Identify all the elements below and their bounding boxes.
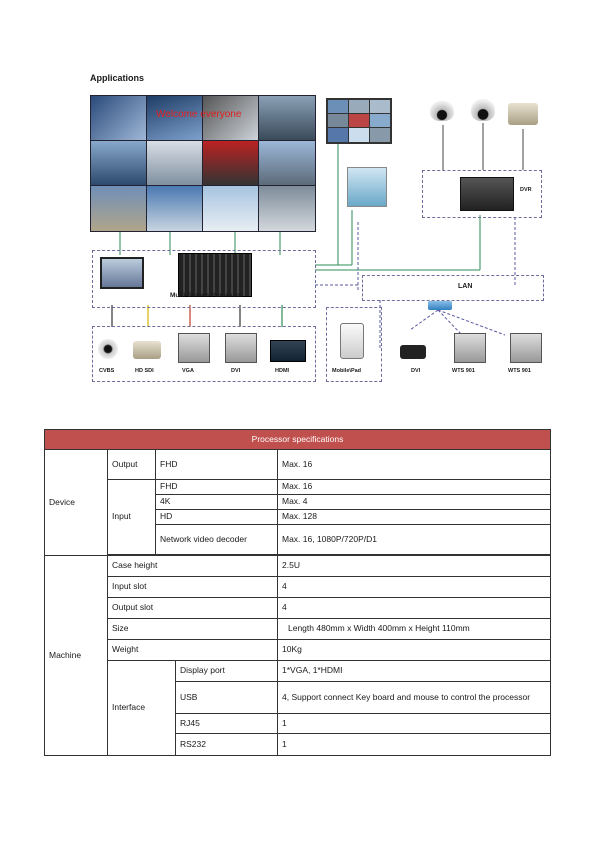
network-label-dvi: DVI	[411, 368, 421, 374]
processor-unit	[178, 253, 252, 297]
interface-label: Interface	[107, 660, 176, 756]
input-row-name: 4K	[155, 494, 278, 510]
interface-row-value: 1	[277, 713, 551, 734]
small-video-wall	[326, 98, 392, 144]
hdsdi-camera-icon	[133, 341, 161, 359]
input-label-cvbs: CVBS	[99, 368, 115, 374]
mobile-frame	[326, 307, 382, 382]
input-row-name: FHD	[155, 479, 278, 495]
video-wall: Welcome everyone	[90, 95, 316, 232]
network-switch-icon	[428, 301, 452, 310]
diagram-lines	[111, 123, 524, 350]
wts-pc-icon	[454, 333, 486, 363]
input-row-value: Max. 16	[277, 479, 551, 495]
machine-label: Machine	[44, 555, 108, 756]
hdmi-laptop-icon	[270, 340, 306, 362]
machine-row-value: Length 480mm x Width 400mm x Height 110m…	[277, 618, 551, 640]
machine-row-name: Input slot	[107, 576, 278, 598]
input-row-name: HD	[155, 509, 278, 525]
network-label-wts-1: WTS 901	[452, 368, 475, 374]
dvr-frame	[422, 170, 542, 218]
interface-row-name: RS232	[175, 733, 278, 756]
device-label: Device	[44, 449, 108, 556]
application-diagram: Welcome everyone DVR Multi-Screen Proces…	[90, 95, 550, 385]
dvr-unit	[460, 177, 514, 211]
machine-row-value: 2.5U	[277, 555, 551, 577]
input-row-name: Network video decoder	[155, 524, 278, 555]
vga-pc-icon	[178, 333, 210, 363]
machine-row-name: Case height	[107, 555, 278, 577]
machine-row-name: Size	[107, 618, 278, 640]
processor-label: Multi-Screen Processor	[170, 292, 243, 299]
dome-camera-icon	[430, 101, 454, 121]
output-fhd-value: Max. 16	[277, 449, 551, 480]
input-label: Input	[107, 479, 156, 555]
video-wall-caption: Welcome everyone	[156, 109, 242, 120]
interface-row-value: 1*VGA, 1*HDMI	[277, 660, 551, 682]
section-heading: Applications	[90, 73, 145, 83]
input-row-value: Max. 128	[277, 509, 551, 525]
output-label: Output	[107, 449, 156, 480]
machine-row-name: Weight	[107, 639, 278, 661]
input-row-value: Max. 16, 1080P/720P/D1	[277, 524, 551, 555]
monitor-icon	[100, 257, 144, 289]
output-fhd: FHD	[155, 449, 278, 480]
machine-row-value: 4	[277, 576, 551, 598]
network-label-wts-2: WTS 901	[508, 368, 531, 374]
spec-title: Processor specifications	[44, 429, 551, 450]
interface-row-name: USB	[175, 681, 278, 714]
inputs-frame	[92, 326, 316, 382]
wts-pc-icon	[510, 333, 542, 363]
input-label-dvi: DVI	[231, 368, 241, 374]
wifi-router-icon	[400, 345, 426, 359]
cvbs-camera-icon	[98, 339, 118, 359]
processor-spec-table: Processor specifications Device Output F…	[44, 429, 551, 763]
interface-row-name: RJ45	[175, 713, 278, 734]
input-row-value: Max. 4	[277, 494, 551, 510]
dome-camera-icon	[471, 99, 495, 121]
interface-row-name: Display port	[175, 660, 278, 682]
mobile-pad-icon	[340, 323, 364, 359]
lan-label: LAN	[458, 283, 473, 290]
machine-row-value: 4	[277, 597, 551, 619]
input-label-vga: VGA	[182, 368, 194, 374]
mobile-label: Mobile\Pad	[332, 368, 362, 374]
interface-row-value: 4, Support connect Key board and mouse t…	[277, 681, 551, 714]
operator-workstation	[347, 167, 387, 207]
box-camera-icon	[508, 103, 538, 125]
lan-box	[362, 275, 544, 301]
dvi-pc-icon	[225, 333, 257, 363]
machine-row-name: Output slot	[107, 597, 278, 619]
input-label-hdsdi: HD SDI	[135, 368, 154, 374]
dvr-label: DVR	[520, 187, 532, 193]
processor-frame	[92, 250, 316, 308]
input-label-hdmi: HDMI	[275, 368, 290, 374]
machine-row-value: 10Kg	[277, 639, 551, 661]
interface-row-value: 1	[277, 733, 551, 756]
